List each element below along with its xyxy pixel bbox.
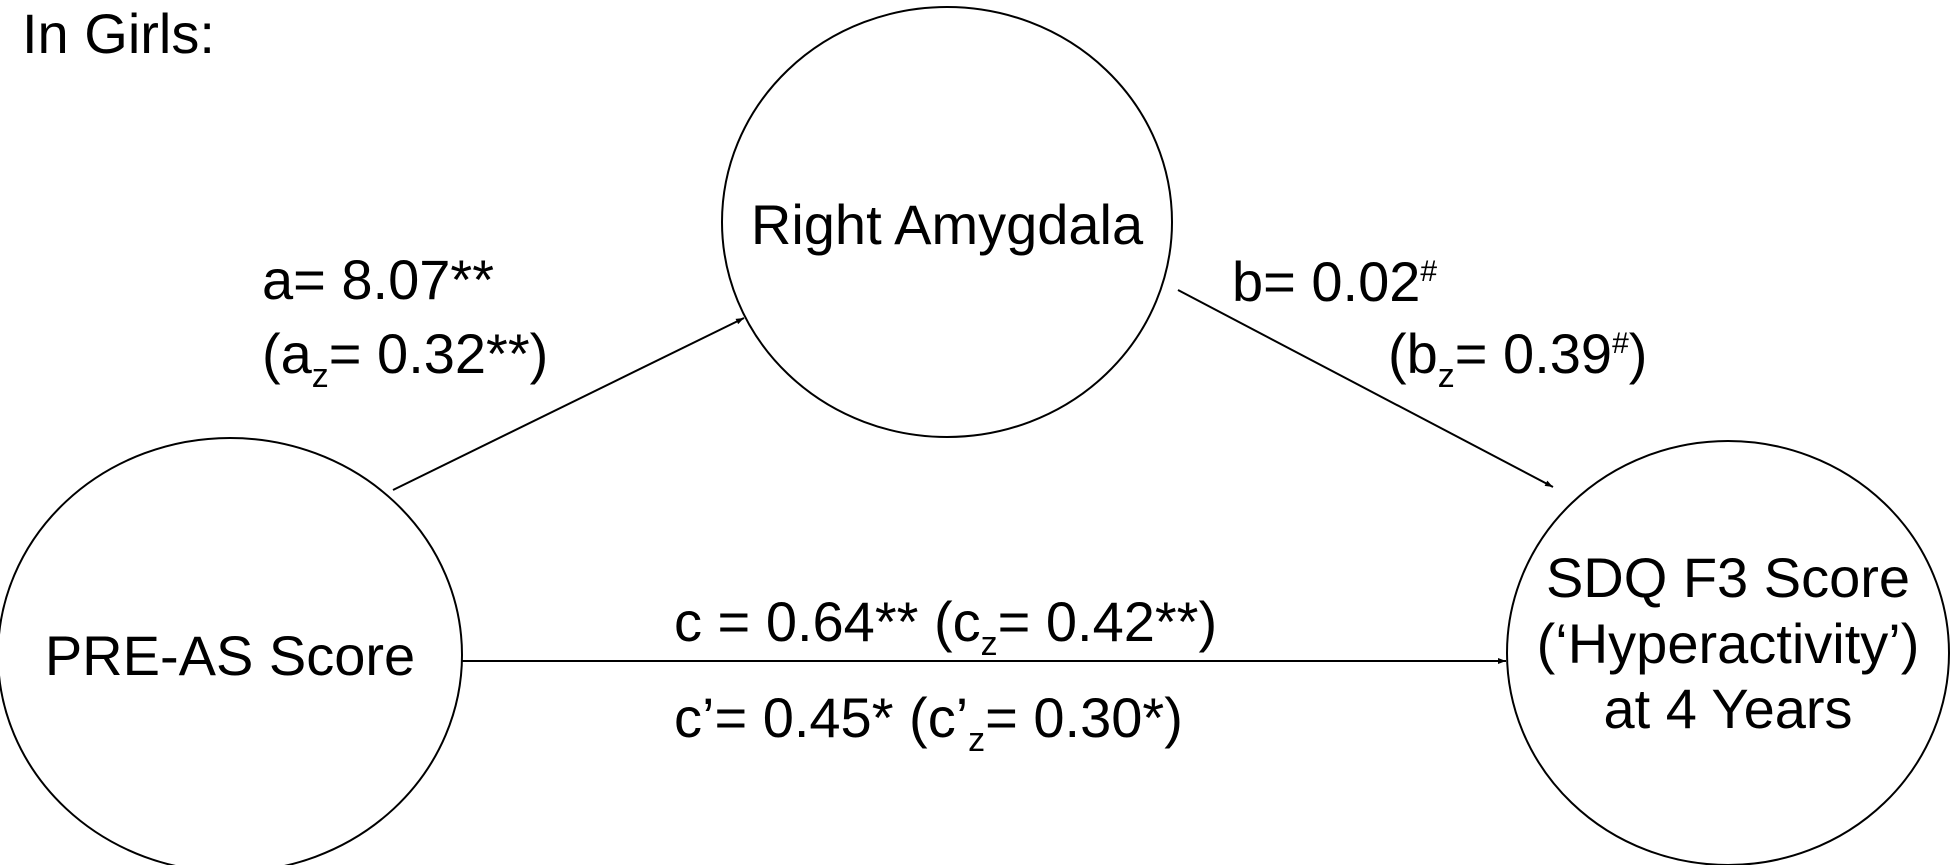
path-b-arrow <box>1177 289 1554 488</box>
path-c-prime-main: c’= 0.45* (c’ <box>674 686 969 749</box>
path-b-coefficient: b= 0.02# <box>1232 254 1437 310</box>
path-c-prime-rest: = 0.30*) <box>985 686 1183 749</box>
path-a-standardized: (az= 0.32**) <box>262 326 548 394</box>
path-c-prime-direct-effect: c’= 0.45* (c’z= 0.30*) <box>674 690 1183 758</box>
path-b-standardized: (bz= 0.39#) <box>1388 326 1647 394</box>
path-c-rest: = 0.42**) <box>997 590 1218 653</box>
path-b-std-subscript: z <box>1437 357 1455 395</box>
path-b-superscript: # <box>1420 255 1438 288</box>
path-a-std-subscript: z <box>311 357 329 395</box>
path-a-std-rest: = 0.32**) <box>328 322 549 385</box>
path-b-std-close: ) <box>1628 322 1648 385</box>
outcome-node-label-line2: (‘Hyperactivity’) <box>1536 611 1920 675</box>
mediator-node-label: Right Amygdala <box>750 193 1144 256</box>
path-c-main: c = 0.64** (c <box>674 590 981 653</box>
path-a-coefficient: a= 8.07** <box>262 252 494 308</box>
path-b-prefix: b= <box>1232 250 1312 313</box>
outcome-node-label-line3: at 4 Years <box>1603 677 1853 741</box>
path-b-std-rest: = 0.39 <box>1454 322 1613 385</box>
path-c-total-effect: c = 0.64** (cz= 0.42**) <box>674 594 1217 662</box>
predictor-node-label: PRE-AS Score <box>44 624 416 687</box>
path-b-std-open: (b <box>1388 322 1438 385</box>
path-a-std-open: (a <box>262 322 312 385</box>
diagram-title: In Girls: <box>22 2 215 65</box>
outcome-node-circle <box>1506 440 1950 865</box>
mediator-node-circle <box>721 6 1173 438</box>
predictor-node-circle <box>0 437 463 865</box>
path-b-std-superscript: # <box>1612 327 1629 360</box>
path-a-value: 8.07** <box>341 248 494 311</box>
path-b-value: 0.02 <box>1311 250 1421 313</box>
outcome-node-label-line1: SDQ F3 Score <box>1545 546 1911 609</box>
path-a-arrow <box>392 317 745 491</box>
path-c-subscript: z <box>980 625 998 663</box>
outcome-node-label: SDQ F3 Score (‘Hyperactivity’) at 4 Year… <box>1508 545 1948 742</box>
path-c-prime-subscript: z <box>968 721 986 759</box>
path-a-prefix: a= <box>262 248 342 311</box>
